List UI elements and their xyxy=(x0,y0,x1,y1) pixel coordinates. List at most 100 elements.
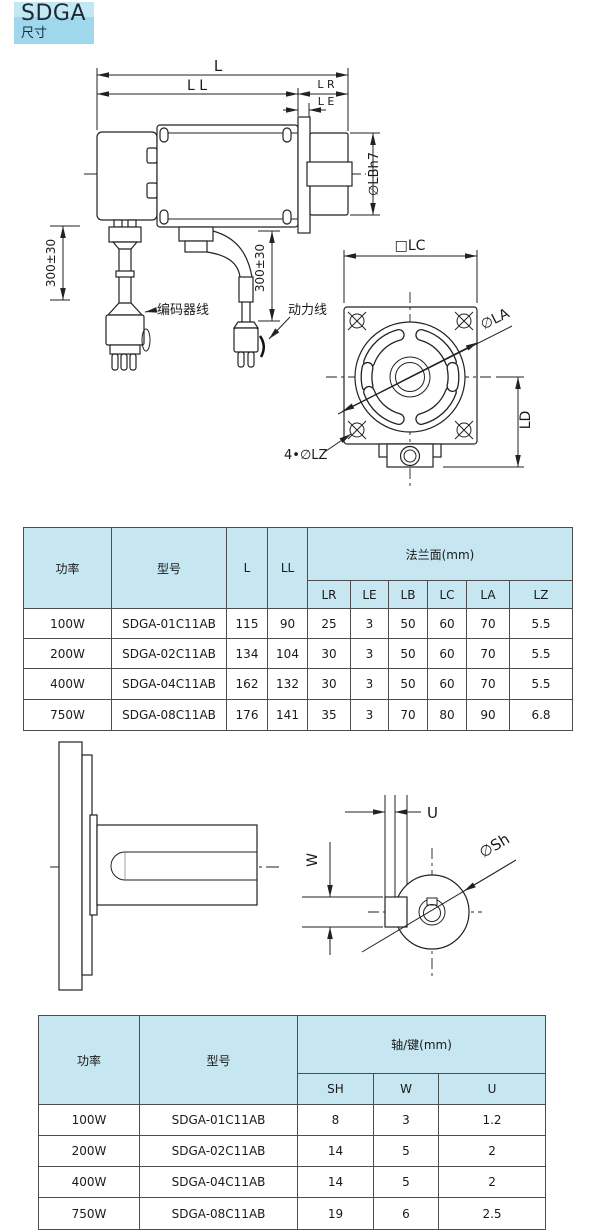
table-row: 400W SDGA-04C11AB 162 132 30 3 50 60 70 … xyxy=(23,668,573,700)
cell-model: SDGA-04C11AB xyxy=(111,668,227,700)
col-header-U: U xyxy=(437,1073,547,1105)
cell-model: SDGA-02C11AB xyxy=(111,638,227,669)
page-title: SDGA xyxy=(21,1,87,26)
cell-power: 750W xyxy=(23,699,112,731)
cell-LB: 50 xyxy=(388,638,428,669)
table-row: 750W SDGA-08C11AB 19 6 2.5 xyxy=(38,1197,547,1230)
cell-LA: 90 xyxy=(466,699,510,731)
cell-LR: 35 xyxy=(307,699,351,731)
col-header-W: W xyxy=(373,1073,439,1105)
group-header-shaft-key: 轴/键(mm) xyxy=(296,1015,547,1074)
cell-power: 100W xyxy=(38,1104,140,1136)
cell-power: 400W xyxy=(38,1166,140,1198)
cell-LA: 70 xyxy=(466,608,510,639)
col-header-power: 功率 xyxy=(23,527,112,609)
cell-LE: 3 xyxy=(350,668,389,700)
col-header-model: 型号 xyxy=(111,527,227,609)
power-cable-label: 动力线 xyxy=(288,303,327,318)
bolt-holes xyxy=(347,311,474,440)
col-header-LA: LA xyxy=(466,580,510,609)
cell-LA: 70 xyxy=(466,638,510,669)
cell-U: 2.5 xyxy=(437,1197,547,1230)
cell-LC: 60 xyxy=(427,638,467,669)
cell-L: 176 xyxy=(226,699,268,731)
group-header-flange: 法兰面(mm) xyxy=(307,527,573,581)
cell-model: SDGA-08C11AB xyxy=(111,699,227,731)
cell-U: 2 xyxy=(437,1166,547,1198)
keyway-end xyxy=(110,851,126,881)
cell-L: 115 xyxy=(226,608,268,639)
shaft-side-view-drawing xyxy=(50,741,283,991)
cell-model: SDGA-01C11AB xyxy=(139,1104,298,1136)
dim-label-LD: LD xyxy=(518,411,534,430)
dim-label-LL: L L xyxy=(187,78,207,94)
cell-power: 100W xyxy=(23,608,112,639)
cell-power: 200W xyxy=(38,1135,140,1167)
cell-LC: 80 xyxy=(427,699,467,731)
cell-L: 162 xyxy=(226,668,268,700)
cell-LB: 50 xyxy=(388,608,428,639)
table-row: 200W SDGA-02C11AB 14 5 2 xyxy=(38,1135,547,1167)
cell-LE: 3 xyxy=(350,699,389,731)
cell-LA: 70 xyxy=(466,668,510,700)
encoder-connector xyxy=(105,314,145,346)
power-cable-length-label: 300±30 xyxy=(253,244,267,292)
col-header-LC: LC xyxy=(427,580,467,609)
cell-LR: 30 xyxy=(307,638,351,669)
col-header-model: 型号 xyxy=(139,1015,298,1105)
cell-LC: 60 xyxy=(427,668,467,700)
col-header-LZ: LZ xyxy=(509,580,573,609)
vent-slots xyxy=(360,329,460,425)
motor-endcap xyxy=(96,131,158,221)
table-row: 100W SDGA-01C11AB 8 3 1.2 xyxy=(38,1104,547,1136)
dim-label-L: L xyxy=(214,57,223,75)
encoder-cable xyxy=(105,219,151,371)
cell-W: 5 xyxy=(373,1135,439,1167)
cell-power: 400W xyxy=(23,668,112,700)
cell-model: SDGA-02C11AB xyxy=(139,1135,298,1167)
encoder-cable-length-label: 300±30 xyxy=(44,239,58,287)
cell-SH: 14 xyxy=(297,1166,374,1198)
col-header-LL: LL xyxy=(267,527,308,609)
cell-U: 1.2 xyxy=(437,1104,547,1136)
shaft-table: 功率 型号 轴/键(mm) SH W U 100W SDGA-01C11AB 8… xyxy=(38,1015,547,1230)
table-row: 100W SDGA-01C11AB 115 90 25 3 50 60 70 5… xyxy=(23,608,573,639)
motor-front-view-drawing: □LC ∅LA LD 4•∅LZ xyxy=(284,238,534,490)
table-row: 200W SDGA-02C11AB 134 104 30 3 50 60 70 … xyxy=(23,638,573,669)
shaft xyxy=(96,824,258,906)
cell-LR: 25 xyxy=(307,608,351,639)
cell-LC: 60 xyxy=(427,608,467,639)
cell-W: 3 xyxy=(373,1104,439,1136)
cell-SH: 19 xyxy=(297,1197,374,1230)
col-header-LB: LB xyxy=(388,580,428,609)
dim-label-LBh7: ∅LBh7 xyxy=(367,152,382,196)
cell-LE: 3 xyxy=(350,608,389,639)
key-section xyxy=(384,896,408,928)
shaft-end-view-drawing: U W ∅Sh xyxy=(302,795,517,980)
cell-LB: 70 xyxy=(388,699,428,731)
cell-SH: 8 xyxy=(297,1104,374,1136)
dim-label-LR: L R xyxy=(317,78,335,91)
motor-side-view-drawing: L L L L R L E ∅LBh7 xyxy=(44,57,382,371)
cell-W: 5 xyxy=(373,1166,439,1198)
col-header-SH: SH xyxy=(297,1073,374,1105)
cell-LL: 104 xyxy=(267,638,308,669)
cell-LL: 141 xyxy=(267,699,308,731)
cell-LZ: 5.5 xyxy=(509,608,573,639)
cell-L: 134 xyxy=(226,638,268,669)
motor-body xyxy=(156,124,299,228)
dim-label-LE: L E xyxy=(318,95,335,108)
cell-LB: 50 xyxy=(388,668,428,700)
power-connector xyxy=(233,327,259,353)
col-header-LR: LR xyxy=(307,580,351,609)
table-row: 400W SDGA-04C11AB 14 5 2 xyxy=(38,1166,547,1198)
col-header-power: 功率 xyxy=(38,1015,140,1105)
power-cable xyxy=(178,226,265,368)
cell-LL: 132 xyxy=(267,668,308,700)
cell-power: 750W xyxy=(38,1197,140,1230)
motor-shaft xyxy=(306,161,353,187)
dim-label-LA: ∅LA xyxy=(478,305,512,333)
dim-label-Sh: ∅Sh xyxy=(476,830,513,862)
